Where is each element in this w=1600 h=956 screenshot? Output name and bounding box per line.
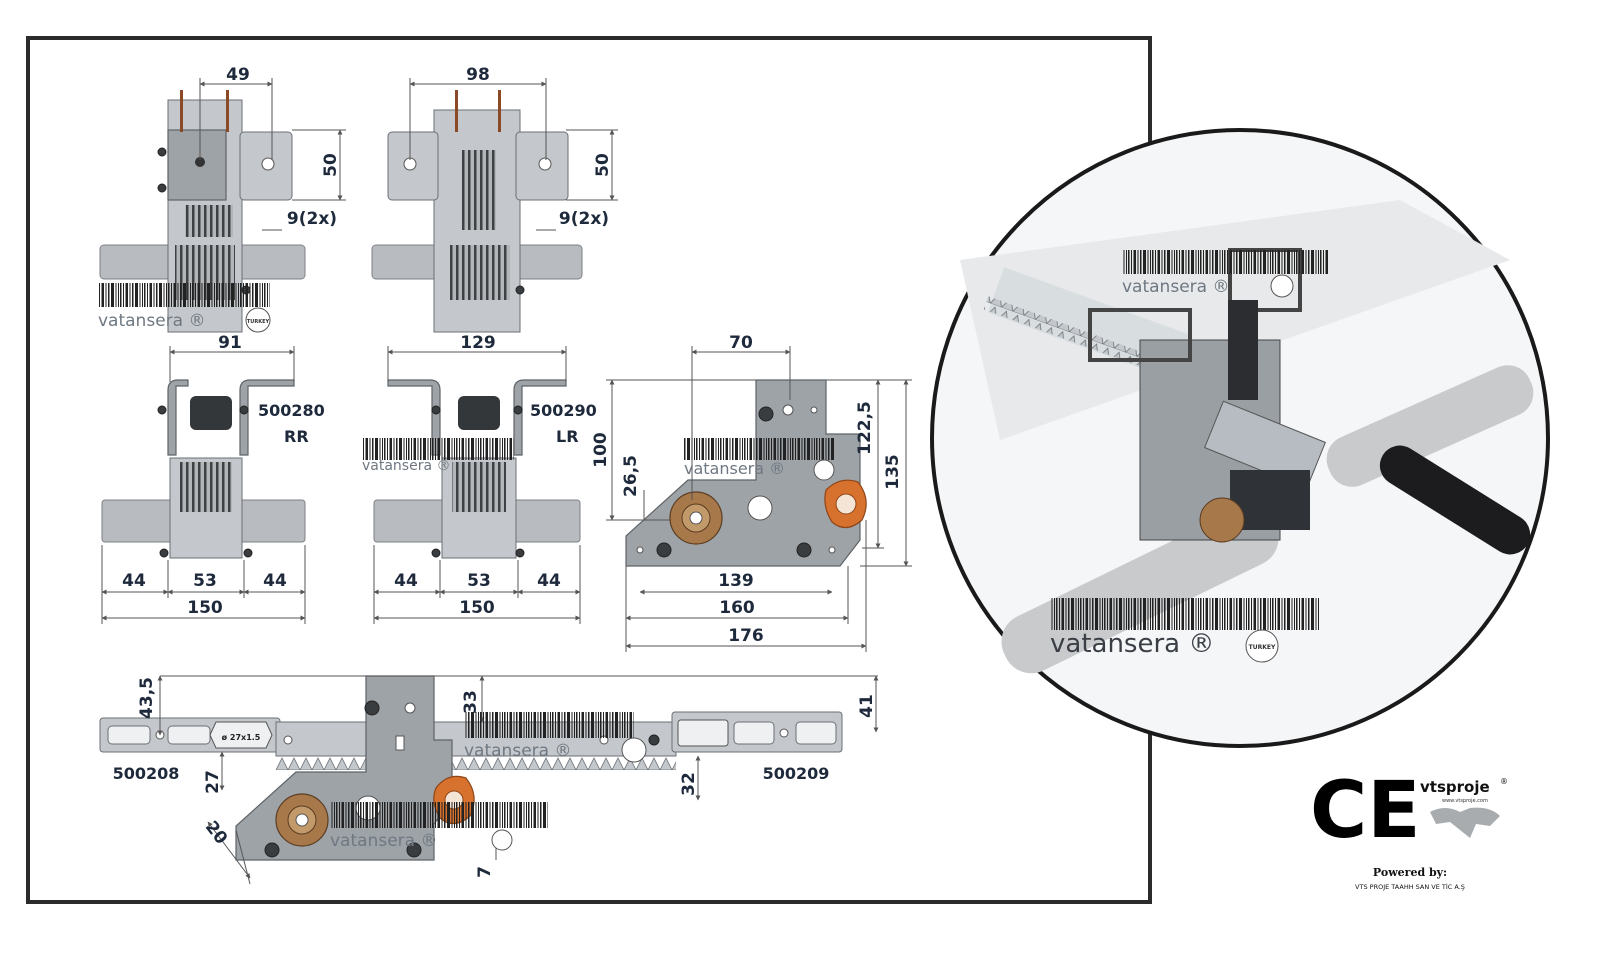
dim-26-5: 26,5 [621, 455, 641, 497]
svg-text:vatansera ®: vatansera ® [1050, 629, 1214, 659]
svg-text:53: 53 [193, 571, 217, 591]
dim-27: 27 [203, 770, 223, 794]
part-500208: 500208 [113, 764, 180, 783]
svg-text:53: 53 [467, 571, 491, 591]
watermark-4: vatansera ® [464, 712, 647, 763]
powered-by: Powered by: VTS PROJE TAAHH SAN VE TİC A… [1355, 866, 1465, 891]
dim-91: 91 [218, 333, 242, 353]
mid-mid-dims: 129 500290 LR 44 53 44 150 [373, 333, 597, 624]
dim-9-left: 9(2x) [287, 209, 337, 229]
watermark-3: vatansera ® [684, 438, 835, 481]
svg-text:vatansera ®: vatansera ® [98, 311, 205, 331]
dim-129: 129 [460, 333, 496, 353]
mid-left-view [101, 379, 306, 559]
svg-text:vatansera ®: vatansera ® [464, 741, 571, 761]
svg-text:www.vtsproje.com: www.vtsproje.com [1442, 798, 1488, 804]
top-left-dims: 49 50 9(2x) [199, 65, 346, 231]
top-mid-dims: 98 50 9(2x) [409, 65, 618, 231]
watermark-5: vatansera ® [330, 802, 548, 851]
svg-text:vatansera ®: vatansera ® [1122, 277, 1229, 297]
dim-135: 135 [883, 454, 903, 490]
svg-text:vtsproje: vtsproje [1420, 778, 1490, 796]
svg-text:VTS PROJE TAAHH SAN VE TİC A.Ş: VTS PROJE TAAHH SAN VE TİC A.Ş [1355, 882, 1465, 891]
rack-view: ø 27x1.5 [99, 675, 843, 861]
product-photo-circle [930, 128, 1550, 748]
svg-text:TURKEY: TURKEY [1249, 644, 1276, 651]
svg-text:vatansera ®: vatansera ® [684, 459, 785, 478]
dim-50-left: 50 [321, 153, 341, 177]
svg-text:vatansera ®: vatansera ® [362, 458, 451, 474]
code-LR: LR [556, 427, 579, 446]
svg-text:44: 44 [122, 571, 146, 591]
dim-7: 7 [475, 866, 495, 878]
svg-text:Powered by:: Powered by: [1373, 866, 1447, 879]
svg-text:TURKEY: TURKEY [247, 319, 270, 325]
dim-43-5: 43,5 [137, 677, 157, 719]
side-view-dims: 70 100 26,5 122,5 135 139 160 176 [591, 333, 912, 652]
dim-33: 33 [461, 690, 481, 714]
dim-49: 49 [226, 65, 250, 85]
dim-32: 32 [679, 772, 699, 796]
dim-139: 139 [718, 571, 754, 591]
svg-text:CE: CE [1310, 766, 1421, 856]
svg-text:150: 150 [459, 598, 495, 618]
top-mid-view [371, 90, 583, 333]
dim-98: 98 [466, 65, 490, 85]
watermark-1: vatansera ® TURKEY [98, 283, 271, 333]
mid-left-dims: 91 500280 RR 44 53 44 150 [101, 333, 325, 624]
svg-text:44: 44 [263, 571, 287, 591]
mid-mid-view [373, 379, 581, 559]
svg-text:44: 44 [394, 571, 418, 591]
rack-stamp: ø 27x1.5 [222, 733, 261, 742]
side-view [625, 379, 867, 567]
vtsproje-logo: vtsproje ® www.vtsproje.com [1420, 777, 1508, 838]
dim-9-mid: 9(2x) [559, 209, 609, 229]
svg-text:44: 44 [537, 571, 561, 591]
watermark-photo-top: vatansera ® [1122, 250, 1328, 298]
ce-logo: CE [1310, 766, 1421, 856]
watermark-photo-bottom: vatansera ® TURKEY [1050, 598, 1320, 663]
dim-70: 70 [729, 333, 753, 353]
svg-text:vatansera ®: vatansera ® [330, 831, 437, 851]
part-500290: 500290 [530, 401, 597, 420]
code-RR: RR [284, 427, 309, 446]
watermark-2: vatansera ® [362, 438, 514, 474]
dim-41: 41 [857, 694, 877, 718]
dim-50-mid: 50 [593, 153, 613, 177]
dim-100: 100 [591, 432, 611, 468]
dim-160: 160 [719, 598, 755, 618]
dim-122-5: 122,5 [855, 401, 875, 455]
dim-176: 176 [728, 626, 764, 646]
svg-text:®: ® [1500, 777, 1508, 786]
svg-text:150: 150 [187, 598, 223, 618]
part-500209: 500209 [763, 764, 830, 783]
part-500280: 500280 [258, 401, 325, 420]
